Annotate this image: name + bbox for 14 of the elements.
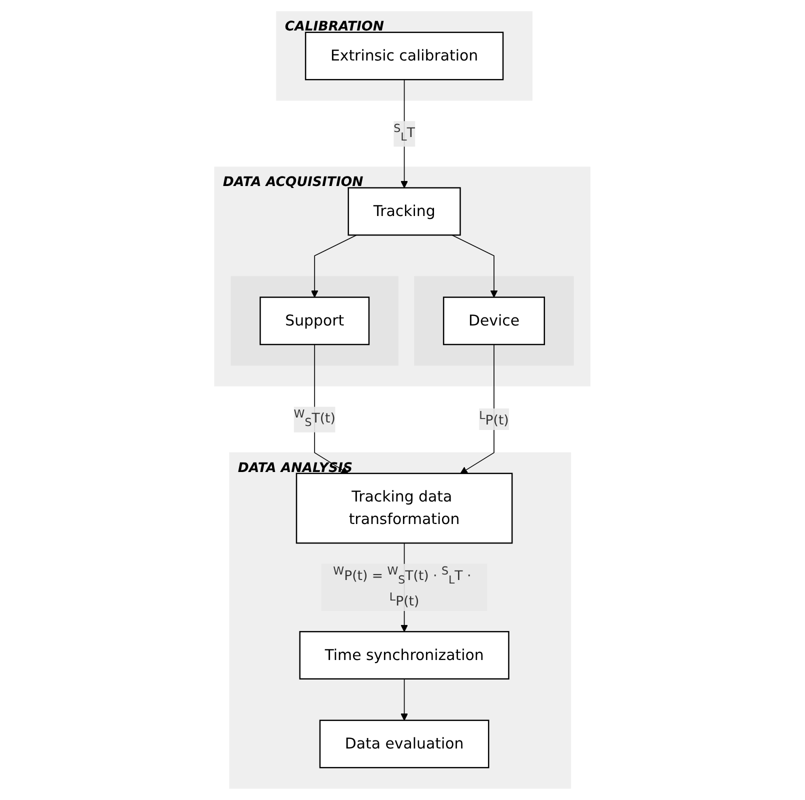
arrow xyxy=(452,234,498,298)
node-box: Support xyxy=(260,296,370,346)
cluster xyxy=(414,276,574,366)
cluster xyxy=(231,276,399,366)
edge-label: $^{W}$P(t) = $^{W}$$_{S}$T(t) · $^{S}$$_{L}$T · $^{L}$P(t) xyxy=(333,565,472,608)
node-box: Tracking data transformation xyxy=(296,472,513,544)
arrow xyxy=(311,234,358,298)
node-box: Device xyxy=(443,296,546,346)
node-box: Extrinsic calibration xyxy=(305,32,504,80)
arrow xyxy=(400,678,408,721)
node-box: Tracking xyxy=(348,187,462,236)
node-box: Data evaluation xyxy=(320,720,490,768)
edge-label: $^{L}$P(t) xyxy=(479,410,510,428)
node-box: Time synchronization xyxy=(299,631,510,680)
